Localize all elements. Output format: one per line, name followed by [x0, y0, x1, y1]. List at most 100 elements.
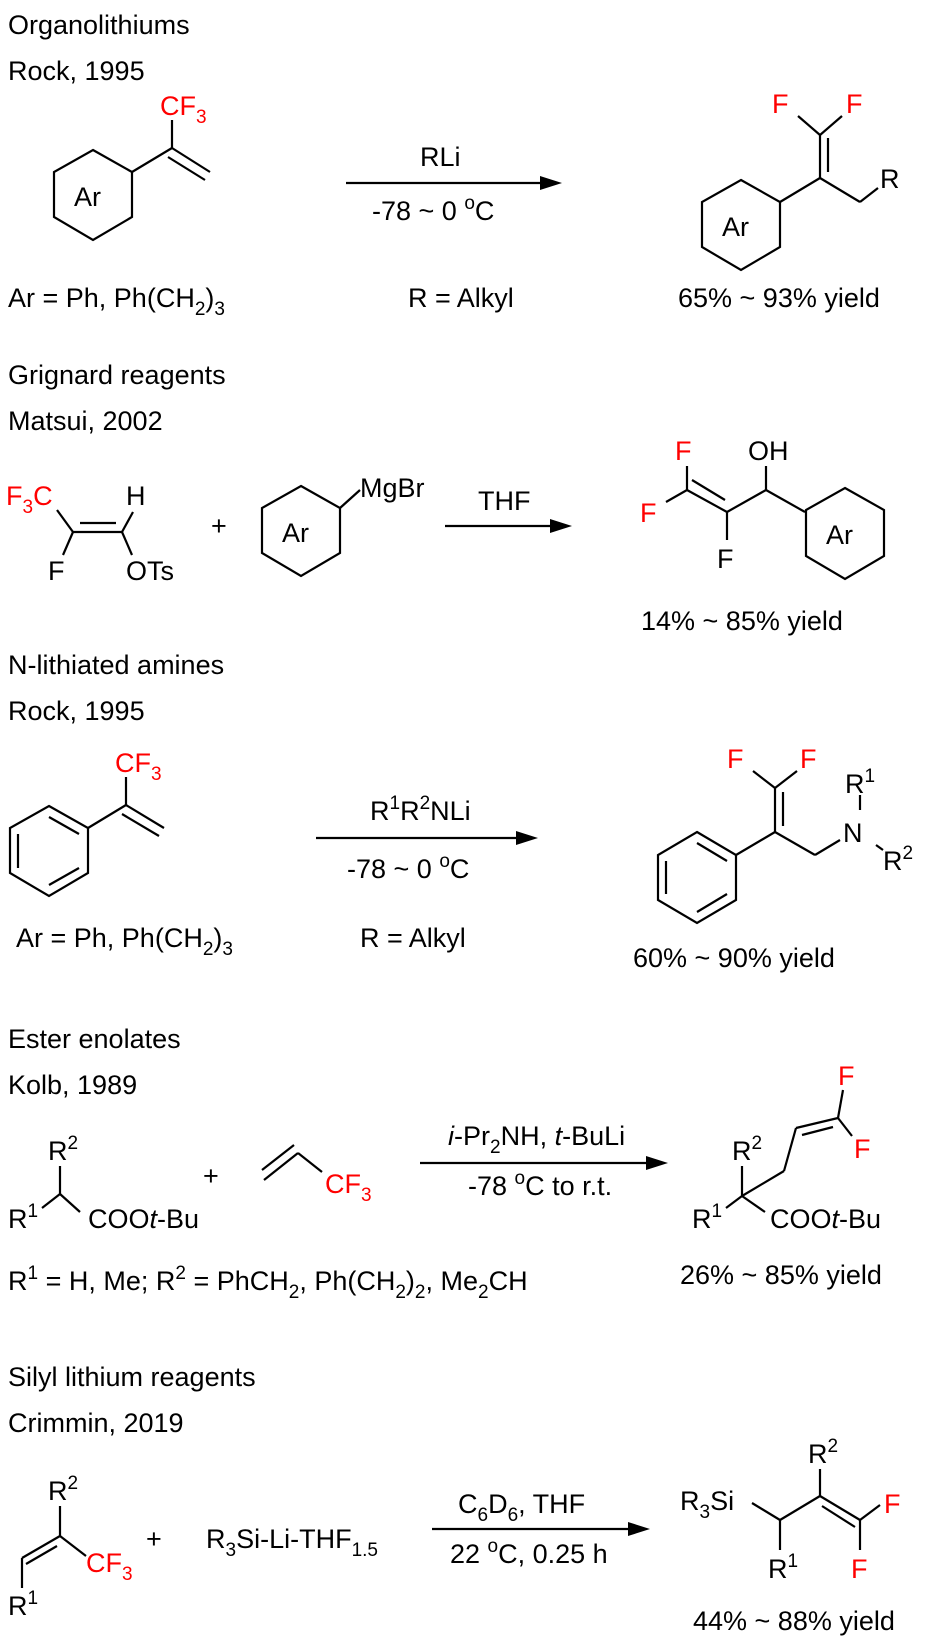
reaction-arrow	[316, 831, 538, 845]
substrate-structure: F3C H F OTs	[6, 481, 174, 586]
r1-label: R1	[692, 1201, 722, 1234]
cf3-group: CF3	[325, 1169, 372, 1206]
ring-label: Ar	[74, 182, 101, 212]
yield-label: 44% ~ 88% yield	[693, 1606, 895, 1636]
conditions-label: 22 oC, 0.25 h	[450, 1536, 608, 1569]
plus-sign: +	[211, 511, 227, 541]
product-structure: Ar F F R	[700, 89, 900, 272]
yield-label: 14% ~ 85% yield	[641, 606, 843, 636]
fluorine-label: F	[800, 744, 817, 774]
oh-label: OH	[748, 436, 789, 466]
reaction-arrow	[445, 519, 572, 533]
r-group-label: R	[880, 164, 900, 194]
substituent-note: Ar = Ph, Ph(CH2)3	[8, 283, 225, 320]
reaction-arrow	[432, 1522, 650, 1536]
substituent-note: R1 = H, Me; R2 = PhCH2, Ph(CH2)2, Me2CH	[8, 1263, 528, 1303]
fluorine-label: F	[838, 1061, 855, 1091]
ester-label: COOt-Bu	[88, 1204, 199, 1234]
plus-sign: +	[203, 1161, 219, 1191]
product-structure: F F N R1 R2	[656, 744, 913, 925]
r2-label: R2	[808, 1436, 838, 1469]
bond	[131, 147, 173, 173]
substrate-structure: CF3	[8, 748, 165, 898]
yield-label: 60% ~ 90% yield	[633, 943, 835, 973]
solvent-label: THF	[478, 486, 530, 516]
fluorine-label: F	[48, 556, 65, 586]
fluorine-label: F	[846, 89, 863, 119]
scheme-title: Grignard reagents	[8, 360, 226, 390]
r1-label: R1	[8, 1588, 38, 1621]
reagent-label: i-Pr2NH, t-BuLi	[448, 1121, 625, 1158]
scheme-ester-enolates: Ester enolates Kolb, 1989 R2 R1 COOt-Bu …	[8, 1024, 882, 1303]
r-group-note: R = Alkyl	[408, 283, 514, 313]
fluorine-label: F	[675, 436, 692, 466]
yield-label: 26% ~ 85% yield	[680, 1260, 882, 1290]
ester-label: COOt-Bu	[770, 1204, 881, 1234]
scheme-reference: Rock, 1995	[8, 56, 145, 86]
substrate-structure: R2 CF3 R1	[8, 1473, 133, 1621]
conditions-label: -78 oC to r.t.	[468, 1168, 612, 1201]
fluorine-label: F	[884, 1489, 901, 1519]
r2-label: R2	[732, 1133, 762, 1166]
ots-label: OTs	[126, 556, 174, 586]
ar-ring	[804, 486, 886, 581]
scheme-reference: Kolb, 1989	[8, 1070, 137, 1100]
r-group-note: R = Alkyl	[360, 923, 466, 953]
r2-label: R2	[48, 1473, 78, 1506]
scheme-title: Ester enolates	[8, 1024, 181, 1054]
cf3-group: CF3	[160, 91, 207, 128]
fluorine-label: F	[640, 498, 657, 528]
scheme-organolithiums: Organolithiums Rock, 1995 Ar CF3 RLi -78…	[8, 10, 900, 320]
ring-label: Ar	[826, 520, 853, 550]
ring-label: Ar	[282, 518, 309, 548]
scheme-reference: Matsui, 2002	[8, 406, 163, 436]
r1-label: R1	[845, 766, 875, 799]
ring-label: Ar	[722, 212, 749, 242]
r2-label: R2	[48, 1133, 78, 1166]
fluorine-label: F	[717, 544, 734, 574]
fluorine-label: F	[854, 1134, 871, 1164]
scheme-title: Organolithiums	[8, 10, 190, 40]
trifluoropropene-structure: CF3	[261, 1144, 372, 1206]
reagent-label: R1R2NLi	[370, 793, 471, 826]
substituent-note: Ar = Ph, Ph(CH2)3	[16, 923, 233, 960]
product-structure: F F R2 R1 COOt-Bu	[692, 1061, 881, 1234]
product-structure: F OH F F Ar	[640, 436, 886, 581]
scheme-reference: Crimmin, 2019	[8, 1408, 184, 1438]
double-bond	[171, 147, 211, 173]
scheme-title: N-lithiated amines	[8, 650, 224, 680]
mgbr-label: MgBr	[360, 473, 425, 503]
conditions-label: -78 ~ 0 oC	[372, 193, 494, 226]
benzene-ring	[8, 804, 90, 898]
grignard-reagent-structure: Ar MgBr	[260, 473, 425, 578]
substrate-structure: Ar CF3	[52, 91, 211, 242]
reaction-arrow	[346, 176, 562, 190]
yield-label: 65% ~ 93% yield	[678, 283, 880, 313]
reaction-arrow	[420, 1156, 668, 1170]
substrate-structure: R2 R1 COOt-Bu	[8, 1133, 199, 1234]
conditions-label: -78 ~ 0 oC	[347, 851, 469, 884]
scheme-grignard: Grignard reagents Matsui, 2002 F3C H F O…	[6, 360, 886, 636]
benzene-ring	[656, 830, 738, 925]
silyl-group: R3Si	[680, 1486, 734, 1523]
plus-sign: +	[146, 1524, 162, 1554]
cf3-group: CF3	[115, 748, 162, 785]
hydrogen-label: H	[126, 481, 146, 511]
scheme-silyl-lithium: Silyl lithium reagents Crimmin, 2019 R2 …	[8, 1362, 901, 1636]
cf3-group: F3C	[6, 481, 53, 518]
scheme-title: Silyl lithium reagents	[8, 1362, 256, 1392]
cf3-group: CF3	[86, 1548, 133, 1585]
fluorine-label: F	[851, 1554, 868, 1584]
r1-label: R1	[8, 1201, 38, 1234]
silyl-lithium-reagent: R3Si-Li-THF1.5	[206, 1524, 378, 1561]
scheme-n-lithiated-amines: N-lithiated amines Rock, 1995 CF3 R1R2NL…	[8, 650, 913, 973]
r2-label: R2	[883, 843, 913, 876]
double-bond	[167, 156, 206, 181]
r1-label: R1	[768, 1551, 798, 1584]
fluorine-label: F	[772, 89, 789, 119]
solvent-label: C6D6, THF	[458, 1489, 585, 1526]
product-structure: R2 R3Si F F R1	[680, 1436, 901, 1584]
scheme-reference: Rock, 1995	[8, 696, 145, 726]
nitrogen-label: N	[843, 818, 863, 848]
